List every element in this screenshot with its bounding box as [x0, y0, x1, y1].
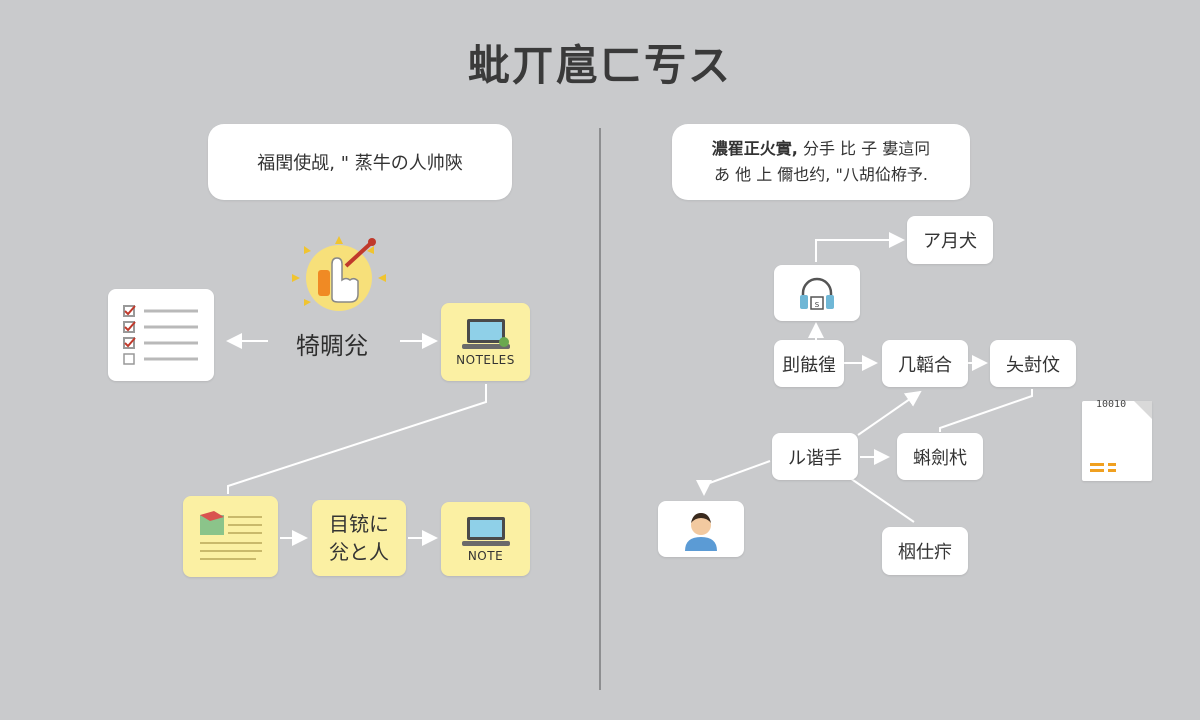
document-card: [183, 496, 278, 577]
center-divider: [599, 128, 601, 690]
file-icon: [1090, 401, 1152, 472]
box-mid-right: 夨尌伩: [990, 340, 1076, 387]
box-top-label: ア月犬: [923, 231, 977, 252]
right-callout-rest: 分手 比 子 婁這冋: [797, 139, 931, 158]
line-notes-to-doc: [227, 384, 487, 494]
pointing-hand-icon: [292, 236, 386, 311]
box-mid-left: 刞䏻徨: [774, 340, 844, 387]
left-callout-text: 福閏使觇, " 蒸牛の人帅陝: [257, 153, 463, 174]
svg-text:s: s: [815, 300, 820, 310]
file-label: 10010: [1096, 399, 1127, 410]
checklist-icon: [123, 305, 198, 365]
file-card: 10010: [1082, 399, 1152, 481]
middle-card-line1: 目铳に: [329, 512, 389, 536]
arrow-to-user: [696, 460, 771, 496]
box-lower-left-label: ル谐手: [788, 447, 842, 469]
right-callout-line1: 濃䍜正火實, 分手 比 子 婁這冋: [712, 136, 930, 162]
box-mid-right-label: 夨尌伩: [1006, 354, 1060, 376]
laptop-icon: [461, 517, 510, 546]
box-mid-center: 几韜合: [882, 340, 968, 387]
page-title: 蚍丌扈ㄈ亐ス: [467, 41, 732, 90]
middle-card-line2: 兊と人: [329, 540, 389, 564]
user-card: [658, 501, 744, 557]
box-lower-left: ル谐手: [772, 433, 858, 480]
middle-card: 目铳に 兊と人: [312, 500, 406, 576]
box-bottom: 栶仕疜: [882, 527, 968, 575]
right-callout: 濃䍜正火實, 分手 比 子 婁這冋 あ 他 上 儞也约, "八胡佡栫予.: [672, 124, 970, 200]
line-right-to-lowerright: [939, 389, 1033, 432]
headphones-icon: s: [800, 277, 834, 310]
notes-card-top: NOTELES: [441, 303, 530, 381]
box-lower-right: 蝌劍杙: [897, 433, 983, 480]
box-mid-left-label: 刞䏻徨: [782, 354, 836, 376]
notes-label-top: NOTELES: [456, 353, 515, 367]
box-mid-center-label: 几韜合: [898, 354, 952, 376]
line-to-bottom-box: [849, 477, 915, 523]
arrow-headphones-to-top: [815, 232, 905, 262]
box-bottom-label: 栶仕疜: [898, 542, 952, 563]
headphones-card: s: [774, 265, 860, 321]
laptop-icon: [461, 319, 510, 349]
box-top: ア月犬: [907, 216, 993, 264]
checklist-card: [108, 289, 214, 381]
arrow-lower-to-center: [857, 390, 922, 436]
right-callout-bold: 濃䍜正火實,: [711, 139, 798, 158]
right-callout-line2: あ 他 上 儞也约, "八胡佡栫予.: [714, 165, 928, 184]
left-callout: 福閏使觇, " 蒸牛の人帅陝: [208, 124, 512, 200]
note-label-bottom: NOTE: [467, 549, 504, 563]
document-icon: [199, 510, 262, 560]
box-lower-right-label: 蝌劍杙: [913, 447, 967, 469]
left-center-label: 犄晭兊: [296, 332, 368, 360]
note-card-bottom: NOTE: [441, 502, 530, 576]
user-avatar-icon: [685, 513, 717, 551]
